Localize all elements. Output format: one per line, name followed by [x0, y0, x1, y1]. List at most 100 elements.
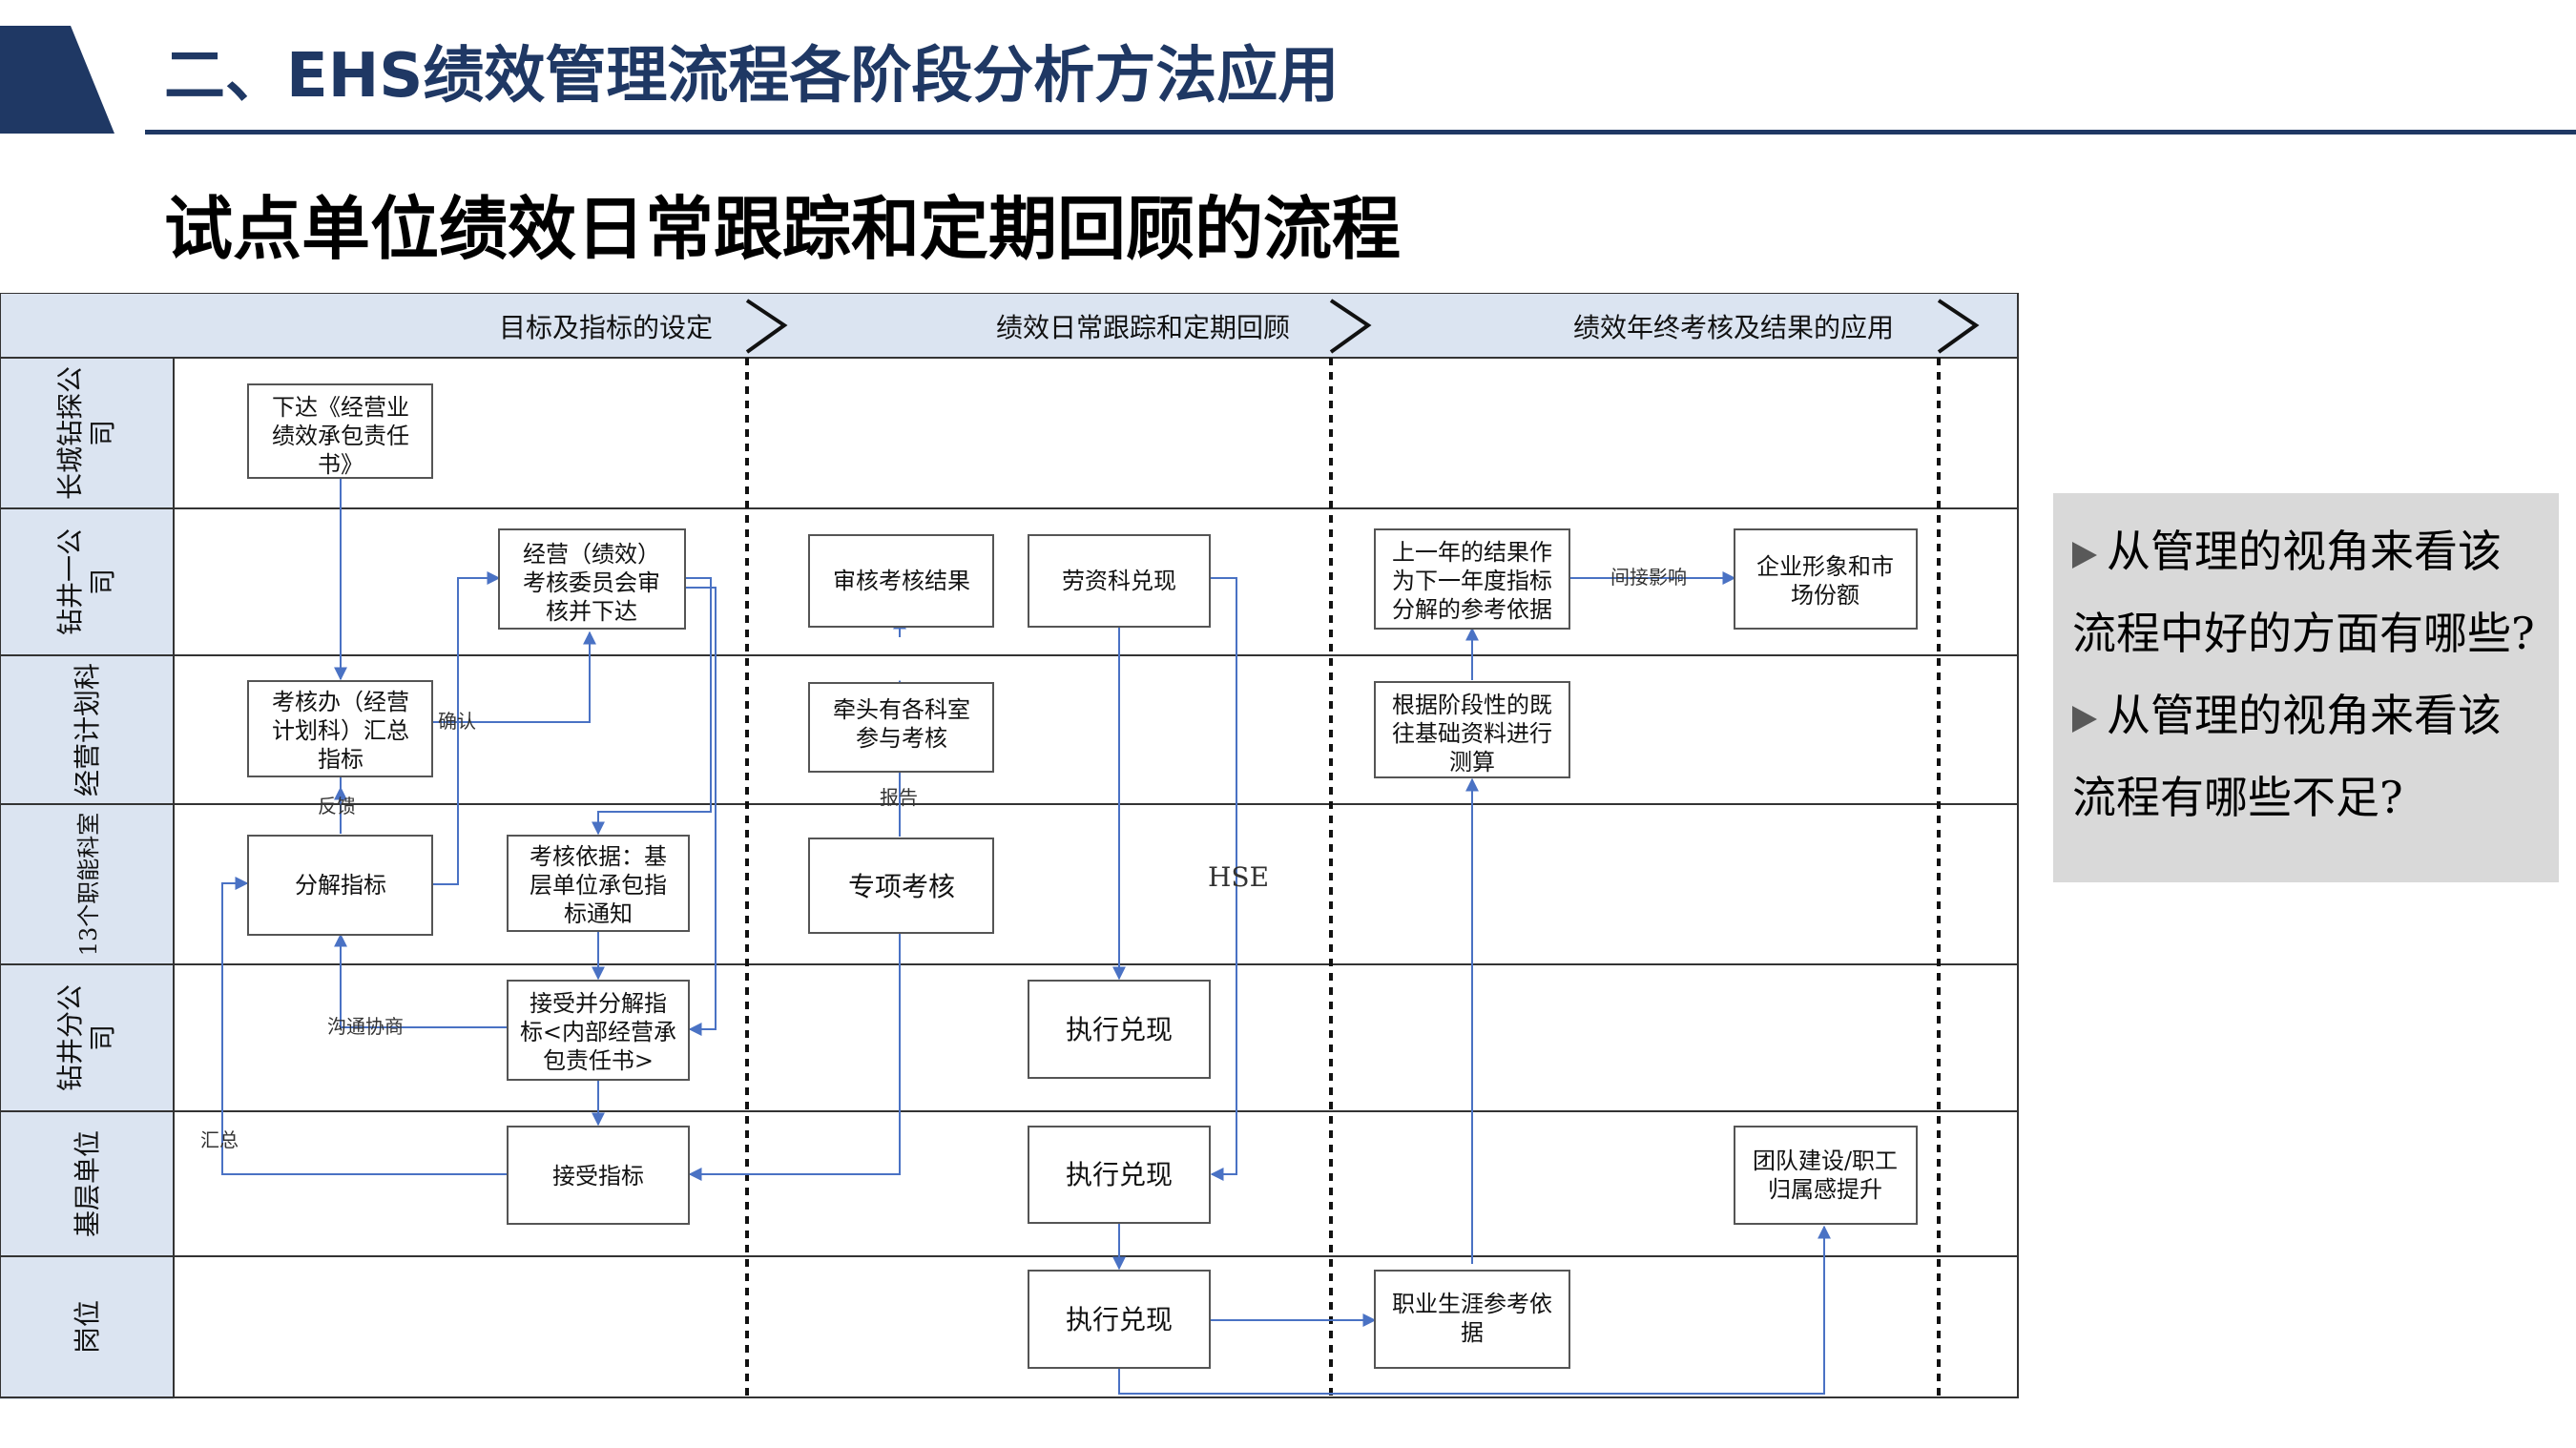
svg-text:计划科）汇总: 计划科）汇总	[272, 717, 409, 744]
svg-text:考核依据：基: 考核依据：基	[530, 843, 667, 870]
box-execute-2: 执行兑现	[1028, 1126, 1211, 1224]
svg-text:往基础资料进行: 往基础资料进行	[1392, 720, 1552, 747]
edge-label-hse: HSE	[1208, 861, 1269, 893]
arrow-bullet-icon	[2072, 542, 2097, 569]
svg-text:根据阶段性的既: 根据阶段性的既	[1392, 692, 1552, 718]
svg-text:职业生涯参考依: 职业生涯参考依	[1392, 1291, 1552, 1317]
phase-separators	[745, 358, 1941, 1397]
edge-label-confirm: 确认	[438, 710, 476, 733]
svg-text:长城钻探公: 长城钻探公	[54, 366, 86, 500]
box-accept-decompose: 接受并分解指 标<内部经营承 包责任书>	[507, 980, 690, 1081]
discussion-questions-box: 从管理的视角来看该 流程中好的方面有哪些? 从管理的视角来看该 流程有哪些不足?	[2053, 493, 2559, 882]
svg-text:劳资科兑现: 劳资科兑现	[1062, 568, 1176, 594]
header-accent-shape	[0, 26, 114, 134]
phase-chevrons	[745, 299, 1980, 354]
svg-text:测算: 测算	[1449, 749, 1495, 776]
box-estimate: 根据阶段性的既 往基础资料进行 测算	[1374, 681, 1570, 778]
svg-text:司: 司	[87, 1024, 118, 1051]
swimlane-flowchart: 目标及指标的设定 绩效日常跟踪和定期回顾 绩效年终考核及结果的应用 长城钻探公司…	[0, 293, 2019, 1399]
svg-text:为下一年度指标: 为下一年度指标	[1392, 568, 1552, 594]
svg-text:钻井分公: 钻井分公	[54, 984, 86, 1091]
phase-label-tracking: 绩效日常跟踪和定期回顾	[996, 312, 1290, 343]
question-1-line-1: 从管理的视角来看该	[2072, 510, 2559, 592]
svg-text:包责任书>: 包责任书>	[543, 1047, 654, 1074]
edge-label-indirect: 间接影响	[1610, 566, 1687, 589]
svg-text:考核办（经营: 考核办（经营	[272, 689, 409, 715]
box-execute-1: 执行兑现	[1028, 980, 1211, 1079]
svg-text:分解的参考依据: 分解的参考依据	[1392, 596, 1552, 623]
svg-text:钻井一公: 钻井一公	[54, 528, 86, 635]
box-issue-contract: 下达《经营业 绩效承包责任 书》	[247, 383, 433, 479]
edge-label-negotiate: 沟通协商	[327, 1015, 404, 1038]
svg-text:团队建设/职工: 团队建设/职工	[1753, 1148, 1898, 1174]
svg-text:上一年的结果作: 上一年的结果作	[1392, 539, 1552, 566]
box-assessment-office: 考核办（经营 计划科）汇总 指标	[247, 680, 433, 777]
svg-text:书》: 书》	[318, 451, 364, 478]
box-review-results: 审核考核结果	[808, 534, 994, 628]
svg-text:执行兑现: 执行兑现	[1066, 1014, 1173, 1045]
svg-text:基层单位: 基层单位	[72, 1130, 103, 1237]
header-divider	[145, 130, 2576, 134]
edge-label-feedback: 反馈	[318, 795, 356, 817]
diagram-frame	[0, 293, 2019, 1398]
svg-text:13个职能科室: 13个职能科室	[75, 813, 102, 957]
svg-text:接受指标: 接受指标	[552, 1163, 644, 1189]
phase-label-setting: 目标及指标的设定	[499, 312, 713, 343]
svg-text:司: 司	[87, 569, 118, 595]
box-execute-3: 执行兑现	[1028, 1270, 1211, 1369]
box-lead-depts: 牵头有各科室 参与考核	[808, 682, 994, 773]
lane-label-post: 岗位	[72, 1300, 103, 1354]
box-basis: 考核依据：基 层单位承包指 标通知	[507, 835, 690, 932]
svg-text:分解指标: 分解指标	[295, 872, 386, 899]
box-decompose: 分解指标	[247, 835, 433, 936]
lane-label-planning: 经营计划科	[72, 663, 103, 796]
phase-label-application: 绩效年终考核及结果的应用	[1573, 312, 1894, 343]
lane-separators	[0, 507, 2018, 1257]
lane-label-drilling-branch: 钻井分公司	[54, 984, 118, 1091]
svg-text:企业形象和市: 企业形象和市	[1756, 553, 1894, 580]
svg-text:接受并分解指: 接受并分解指	[530, 990, 667, 1017]
lane-label-drilling-1: 钻井一公司	[54, 528, 118, 635]
svg-text:经营计划科: 经营计划科	[72, 663, 103, 796]
box-team: 团队建设/职工 归属感提升	[1734, 1126, 1918, 1225]
svg-text:场份额: 场份额	[1791, 582, 1859, 609]
svg-text:标通知: 标通知	[564, 900, 633, 927]
svg-text:经营（绩效）: 经营（绩效）	[523, 541, 660, 568]
phase-header-band	[0, 293, 2018, 358]
svg-text:岗位: 岗位	[72, 1300, 103, 1354]
question-1-line-2: 流程中好的方面有哪些?	[2072, 608, 2535, 659]
edge-label-report: 报告	[880, 786, 918, 809]
box-accept: 接受指标	[507, 1126, 690, 1225]
edge-label-summary: 汇总	[200, 1128, 239, 1151]
slide-subtitle: 试点单位绩效日常跟踪和定期回顾的流程	[164, 188, 1402, 269]
lane-label-grassroots: 基层单位	[72, 1130, 103, 1237]
svg-text:司: 司	[87, 420, 118, 446]
question-2-line-1: 从管理的视角来看该	[2072, 674, 2559, 756]
question-2-line-2: 流程有哪些不足?	[2072, 772, 2403, 823]
svg-text:核并下达: 核并下达	[546, 598, 637, 625]
box-prev-year: 上一年的结果作 为下一年度指标 分解的参考依据	[1374, 528, 1570, 630]
svg-text:下达《经营业: 下达《经营业	[272, 394, 409, 421]
arrow-bullet-icon	[2072, 706, 2097, 733]
svg-text:据: 据	[1461, 1319, 1484, 1346]
svg-text:层单位承包指: 层单位承包指	[530, 872, 667, 899]
box-image: 企业形象和市 场份额	[1734, 528, 1918, 630]
box-special-review: 专项考核	[808, 838, 994, 934]
lane-header-column	[0, 358, 174, 1399]
box-labor-dept: 劳资科兑现	[1028, 534, 1211, 628]
svg-text:专项考核: 专项考核	[848, 871, 955, 902]
svg-text:标<内部经营承: 标<内部经营承	[520, 1019, 676, 1045]
box-committee-review: 经营（绩效） 考核委员会审 核并下达	[498, 528, 686, 630]
svg-text:考核委员会审: 考核委员会审	[523, 569, 660, 596]
svg-text:指标: 指标	[318, 746, 364, 773]
box-career: 职业生涯参考依 据	[1374, 1270, 1570, 1369]
svg-text:参与考核: 参与考核	[856, 725, 947, 752]
svg-text:审核考核结果: 审核考核结果	[833, 568, 970, 594]
svg-text:执行兑现: 执行兑现	[1066, 1159, 1173, 1190]
svg-text:执行兑现: 执行兑现	[1066, 1304, 1173, 1335]
svg-text:绩效承包责任: 绩效承包责任	[272, 423, 409, 449]
svg-text:归属感提升: 归属感提升	[1768, 1176, 1882, 1203]
svg-text:牵头有各科室: 牵头有各科室	[833, 696, 970, 723]
lane-label-13-depts: 13个职能科室	[75, 813, 102, 957]
page-title: 二、EHS绩效管理流程各阶段分析方法应用	[164, 41, 1340, 112]
